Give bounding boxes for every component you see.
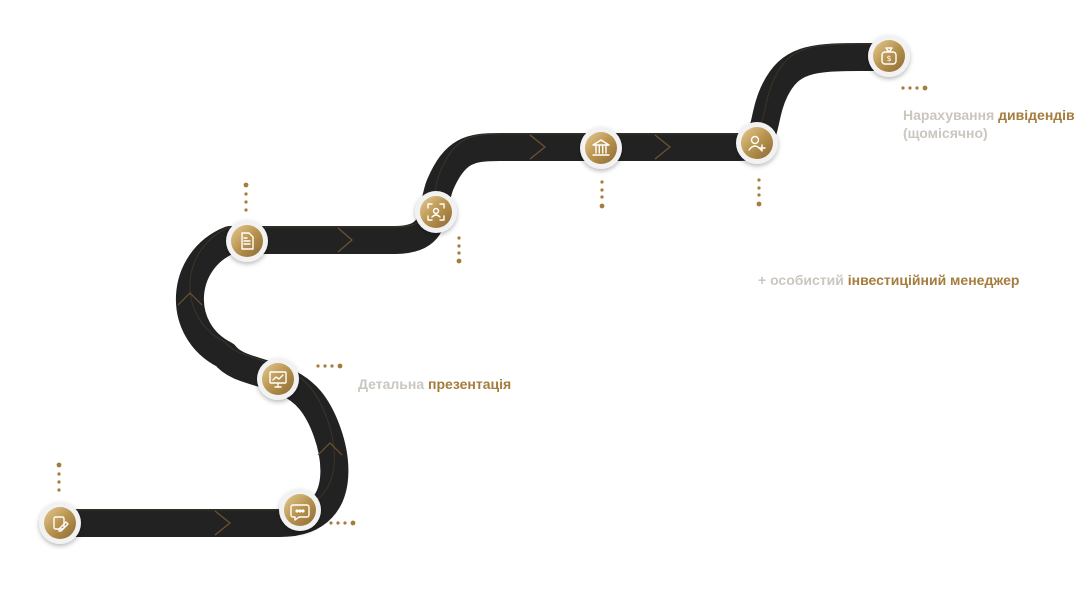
bank-icon xyxy=(592,139,610,156)
step-node-5 xyxy=(415,191,457,233)
dividends-label: Нарахування дивідендів (щомісячно) xyxy=(903,106,1075,142)
dot-connectors xyxy=(56,85,928,526)
presentation-board-icon xyxy=(269,371,287,388)
face-scan-icon xyxy=(427,203,445,221)
step-node-1 xyxy=(39,502,81,544)
add-user-icon xyxy=(748,135,766,152)
document-icon xyxy=(241,232,254,250)
presentation-label-muted: Детальна xyxy=(358,376,429,392)
step-node-6 xyxy=(580,127,622,169)
road-chevrons xyxy=(177,134,671,536)
step-disc xyxy=(873,40,905,72)
edit-document-icon xyxy=(53,516,69,532)
svg-text:$: $ xyxy=(886,54,891,63)
dividends-label-accent: дивідендів xyxy=(998,107,1075,123)
manager-label-accent: інвестиційний менеджер xyxy=(847,272,1020,288)
dividends-label-muted: Нарахування xyxy=(903,107,999,123)
step-node-8: $ xyxy=(868,35,910,77)
manager-label: + особистий інвестиційний менеджер xyxy=(758,271,1019,289)
presentation-label: Детальна презентація xyxy=(358,375,511,393)
step-node-2 xyxy=(279,489,321,531)
step-disc xyxy=(585,132,617,164)
money-bag-icon: $ xyxy=(881,47,897,65)
manager-label-muted: + особистий xyxy=(758,272,848,288)
step-disc xyxy=(420,196,452,228)
step-node-3 xyxy=(257,358,299,400)
chat-bubble-icon xyxy=(290,504,310,521)
road-path xyxy=(60,43,890,537)
step-node-7 xyxy=(736,122,778,164)
presentation-label-accent: презентація xyxy=(428,376,512,392)
step-node-4 xyxy=(226,220,268,262)
road-edge xyxy=(60,43,890,511)
step-disc xyxy=(44,507,76,539)
dividends-label-period: (щомісячно) xyxy=(903,125,988,141)
